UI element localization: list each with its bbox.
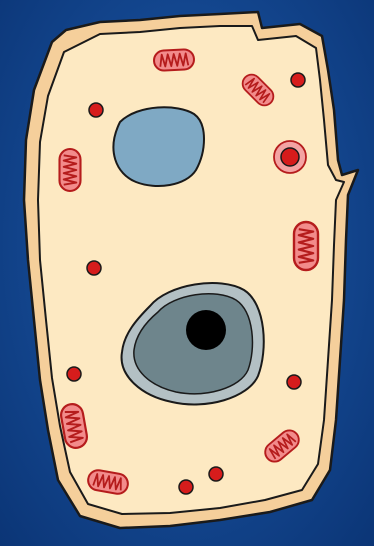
mitochondrion <box>60 149 81 191</box>
ribosome-dot <box>287 375 301 389</box>
ribosome-dot <box>67 367 81 381</box>
ribosome-dot <box>209 467 223 481</box>
mitochondrion <box>154 49 195 71</box>
nucleolus <box>186 310 226 350</box>
ribosome-dot <box>291 73 305 87</box>
ribosome-dot <box>89 103 103 117</box>
vacuole <box>113 107 204 186</box>
mitochondrion <box>294 222 318 270</box>
vesicle-core <box>281 148 299 166</box>
ribosome-dot <box>87 261 101 275</box>
ribosome-dot <box>179 480 193 494</box>
